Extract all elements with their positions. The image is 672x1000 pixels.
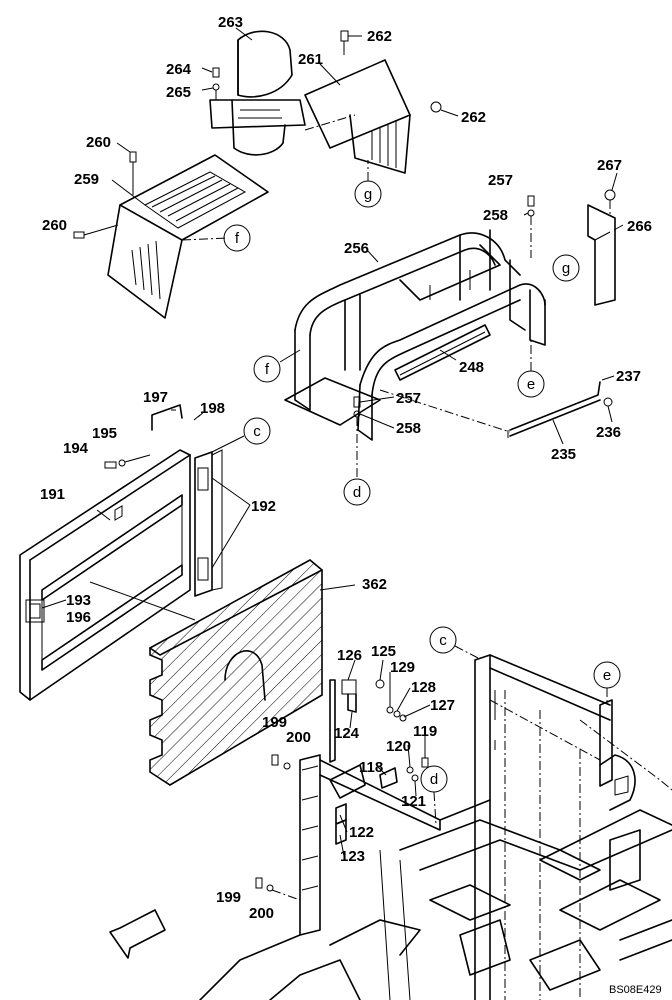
part-label-127: 127	[430, 697, 455, 714]
ref-marker-d-machine: d	[420, 765, 448, 826]
part-label-119: 119	[413, 723, 437, 740]
part-label-256: 256	[344, 240, 369, 257]
part-label-198: 198	[200, 400, 225, 417]
part-label-197: 197	[143, 389, 168, 406]
part-label-123: 123	[340, 848, 365, 865]
part-label-237: 237	[616, 368, 641, 385]
part-label-260: 260	[86, 134, 111, 151]
part-label-258-lower: 258	[396, 420, 421, 437]
part-label-199-lower: 199	[216, 889, 241, 906]
ref-marker-e-machine: e	[593, 661, 621, 705]
part-label-265: 265	[166, 84, 191, 101]
machine-frame	[199, 654, 672, 1000]
bolt-264-265	[212, 67, 220, 100]
ref-marker-c-machine: c	[429, 626, 479, 659]
bolts-199-200	[255, 754, 301, 901]
part-label-267: 267	[597, 157, 622, 174]
svg-text:c: c	[439, 632, 447, 649]
engine-cover-259	[107, 154, 269, 319]
ref-marker-f-frame: f	[253, 349, 301, 383]
part-label-196: 196	[66, 609, 91, 626]
part-label-263: 263	[218, 14, 243, 31]
hinge-192	[194, 449, 223, 597]
duct-263	[209, 30, 306, 156]
door-191	[19, 449, 191, 701]
part-label-121: 121	[401, 793, 426, 810]
bolts-118-121	[379, 757, 429, 789]
rod-235	[379, 381, 613, 438]
part-label-262-right: 262	[461, 109, 486, 126]
part-label-126: 126	[337, 647, 362, 664]
part-label-362: 362	[362, 576, 387, 593]
part-label-199: 199	[262, 714, 287, 731]
drawing-code: BS08E429	[609, 984, 662, 996]
part-label-261: 261	[298, 51, 323, 68]
part-label-266: 266	[627, 218, 652, 235]
svg-text:g: g	[562, 260, 570, 277]
ref-marker-d-frame: d	[343, 478, 371, 506]
part-label-200-lower: 200	[249, 905, 274, 922]
part-label-264: 264	[166, 61, 192, 78]
reference-markers: g f g f e c d	[211, 160, 621, 826]
part-label-235: 235	[551, 446, 576, 463]
front-direction-arrow-icon	[109, 909, 166, 959]
stay-197-198	[151, 404, 201, 431]
bolt-257-258-top	[527, 195, 535, 258]
part-label-248: 248	[459, 359, 484, 376]
part-label-262: 262	[367, 28, 392, 45]
cover-plate-261	[304, 59, 411, 174]
svg-text:f: f	[235, 230, 240, 247]
part-label-124: 124	[334, 725, 360, 742]
latch-124-126	[341, 679, 385, 713]
svg-text:c: c	[253, 423, 261, 440]
bolt-260-top	[129, 151, 137, 195]
ref-marker-c-door: c	[211, 417, 271, 453]
part-label-129: 129	[390, 659, 415, 676]
part-label-257-lower: 257	[396, 390, 421, 407]
part-label-192: 192	[251, 498, 276, 515]
frame-256	[284, 229, 546, 441]
part-label-193: 193	[66, 592, 91, 609]
part-label-128: 128	[411, 679, 436, 696]
side-plate-266	[587, 189, 616, 306]
part-label-194: 194	[63, 440, 89, 457]
part-label-257: 257	[488, 172, 513, 189]
ref-marker-f-top: f	[223, 224, 251, 252]
bolt-260-left	[73, 224, 119, 239]
svg-text:g: g	[364, 186, 372, 203]
washers-127-129	[386, 706, 407, 722]
bolt-262-top	[340, 30, 362, 55]
bolt-262-right	[430, 101, 459, 117]
part-label-258: 258	[483, 207, 508, 224]
svg-text:d: d	[353, 484, 361, 501]
part-label-195: 195	[92, 425, 117, 442]
part-label-120: 120	[386, 738, 411, 755]
insulation-362	[149, 559, 323, 786]
svg-text:e: e	[603, 667, 611, 684]
part-label-125: 125	[371, 643, 396, 660]
svg-text:e: e	[527, 376, 535, 393]
svg-text:f: f	[265, 361, 270, 378]
bolt-194-195	[104, 454, 151, 469]
leader-lines	[41, 27, 624, 857]
part-label-118: 118	[359, 759, 383, 776]
part-label-191: 191	[40, 486, 65, 503]
part-label-260-left: 260	[42, 217, 67, 234]
part-labels: 263 264 265 262 261 262 260 259 260 257 …	[40, 14, 652, 922]
part-label-200: 200	[286, 729, 311, 746]
part-label-122: 122	[349, 824, 374, 841]
ref-marker-g-frame: g	[552, 254, 580, 282]
part-label-259: 259	[74, 171, 99, 188]
ref-marker-e-frame: e	[517, 340, 545, 398]
svg-text:d: d	[430, 771, 438, 788]
ref-marker-g-top: g	[354, 160, 382, 208]
part-label-236: 236	[596, 424, 621, 441]
